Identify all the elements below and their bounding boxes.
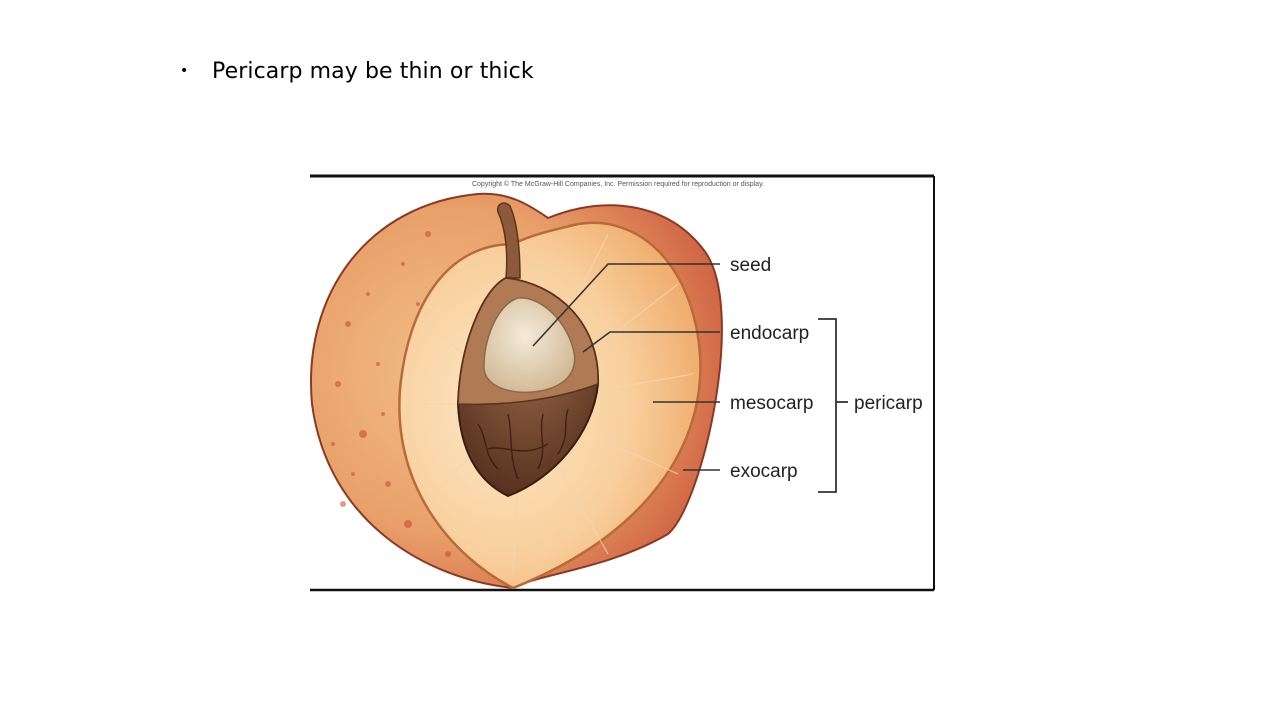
leader-lines [532, 263, 720, 471]
label-mesocarp: mesocarp [730, 393, 813, 414]
peach-diagram: Copyright © The McGraw-Hill Companies, I… [308, 174, 936, 592]
copyright-text: Copyright © The McGraw-Hill Companies, I… [472, 180, 764, 188]
pericarp-bracket [818, 318, 848, 493]
bullet-text: Pericarp may be thin or thick [212, 58, 534, 84]
label-exocarp: exocarp [730, 461, 798, 482]
label-pericarp: pericarp [854, 393, 923, 414]
bullet-dot-icon: • [180, 63, 189, 79]
label-seed: seed [730, 255, 771, 276]
seed [483, 297, 576, 394]
skin-speckles [331, 231, 451, 557]
peach-diagram-svg: Copyright © The McGraw-Hill Companies, I… [310, 174, 935, 592]
label-endocarp: endocarp [730, 323, 809, 344]
stem [496, 202, 521, 279]
pit-wrinkles [477, 408, 569, 480]
bullet-item: • Pericarp may be thin or thick [180, 54, 534, 88]
